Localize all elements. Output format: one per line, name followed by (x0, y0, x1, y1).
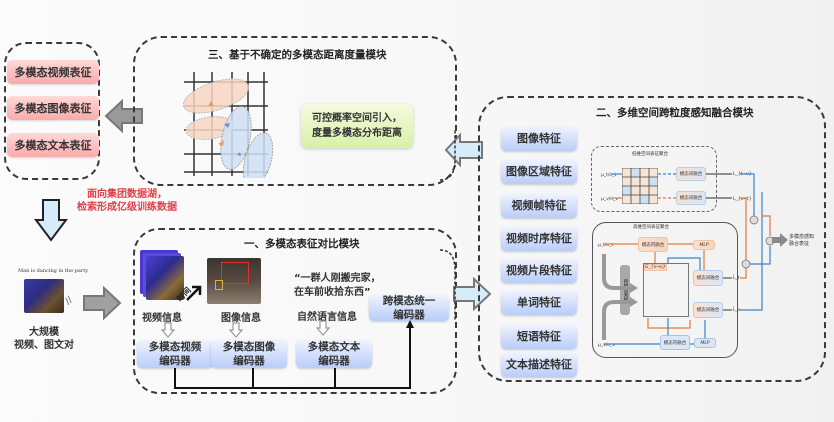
low-dim-input: μ_v/σ_v (601, 197, 619, 202)
module2-title: 二、多维空间跨粒度感知融合模块 (596, 107, 754, 119)
fusion-node-icon (749, 215, 759, 225)
mlp-box: MLP (694, 338, 716, 348)
time-arrow-icon (186, 285, 202, 301)
feature-item[interactable]: 单词特征 (501, 291, 577, 315)
blue-right-arrow-icon (453, 277, 492, 311)
note-line: 检索形成亿级训练数据 (77, 202, 177, 213)
mlp-box: MLP (693, 240, 715, 250)
video-distribution-ellipse (220, 106, 252, 170)
encoder-line: 多模态文本 (307, 341, 361, 353)
encoder-line: 多模态图像 (222, 341, 276, 353)
high-dim-title: 高维空间表征聚合 (633, 225, 669, 230)
gray-left-arrow-icon (104, 98, 143, 134)
video-caption: Man is dancing in the party (18, 268, 89, 274)
inter-fusion-box: 模态间融合 (676, 167, 706, 181)
image-representation-button[interactable]: 多模态图像表征 (7, 96, 99, 120)
fusion-connector-lines (604, 173, 775, 345)
encoder-line: 编码器 (233, 355, 265, 367)
data-lake-note: 面向集团数据湖， 检索形成亿级训练数据 (62, 188, 192, 214)
note-line: 面向集团数据湖， (87, 189, 167, 200)
text-distribution-ellipse (182, 78, 250, 114)
encoder-line: 多模态视频 (148, 341, 202, 353)
loss-label: L̂_t (733, 276, 740, 281)
low-dim-input: μ_t/σ_t (601, 173, 617, 178)
inter-fusion-box: 模态间融合 (693, 302, 723, 318)
large-scale-label: 大规模 视频、图文对 (12, 326, 76, 352)
ellipsis-slash-icon: // (63, 295, 75, 307)
output-line: 融合表征 (789, 241, 810, 247)
encoder-line: 编码器 (318, 355, 350, 367)
high-dim-container (592, 222, 738, 358)
module-link-curves (440, 130, 456, 320)
fusion-node-icon (741, 259, 751, 269)
feature-item[interactable]: 图像特征 (501, 127, 577, 151)
low-dim-container (591, 146, 717, 212)
module2-container (478, 96, 826, 382)
hollow-down-arrow-icon (316, 320, 330, 336)
image-encoder-button[interactable]: 多模态图像编码器 (211, 340, 287, 368)
quote-line: “一群人刚搬完家， (294, 273, 381, 284)
gram-matrix: G_{t→t} G_{t→v} G_{v→t} G_{v→v} (643, 263, 689, 317)
video-distribution-ellipse (242, 132, 274, 178)
label-line: 视频、图文对 (14, 340, 74, 351)
feature-item[interactable]: 视频帧特征 (501, 194, 577, 218)
image-info-label: 图像信息 (221, 313, 261, 324)
video-frames-image (146, 256, 184, 300)
loss-label: L̂_v (733, 308, 741, 313)
fusion-output-label: 多模态感知 融合表征 (789, 234, 814, 248)
module3-title: 三、基于不确定的多模态距离度量模块 (208, 49, 387, 61)
distribution-grid-figure (182, 72, 274, 178)
video-thumbnail (24, 279, 64, 313)
output-arrow-icon (772, 233, 788, 247)
quote-text: “一群人刚搬完家， 在车前收拾东西” (294, 272, 381, 300)
language-info-label: 自然语言信息 (297, 312, 357, 323)
inter-fusion-box: 模态间融合 (693, 270, 723, 286)
text-representation-button[interactable]: 多模态文本表征 (7, 133, 99, 157)
similarity-matrix-grid (622, 168, 658, 204)
intra-fusion-box: 模态内融合 (638, 237, 668, 252)
text-encoder-button[interactable]: 多模态文本编码器 (296, 340, 372, 368)
detection-box (215, 280, 223, 290)
note-line: 可控概率空间引入， (312, 113, 402, 124)
feature-item[interactable]: 视频片段特征 (501, 259, 577, 283)
note-line: 度量多模态分布距离 (312, 128, 402, 139)
low-dim-title: 低维空间表征聚合 (632, 152, 668, 157)
module1-title: 一、多模态表征对比模块 (244, 238, 360, 250)
video-representation-button[interactable]: 多模态视频表征 (7, 60, 99, 84)
label-line: 大规模 (29, 327, 59, 338)
high-dim-input: μ_t/σ_t (598, 243, 614, 248)
gray-right-arrow-icon (83, 286, 122, 320)
output-line: 多模态感知 (789, 234, 815, 240)
high-dim-input: μ_v/σ_v (598, 343, 616, 348)
encoder-line: 编码器 (393, 309, 425, 321)
encoder-line: 编码器 (159, 355, 191, 367)
quote-line: 在车前收拾东西” (294, 287, 371, 298)
module1-container (133, 228, 457, 394)
hollow-down-arrow-icon (229, 322, 243, 338)
blue-down-arrow-icon (34, 199, 68, 242)
inter-fusion-box: 模态间融合 (676, 191, 706, 205)
loss-label: L_{v→t} (733, 197, 752, 202)
representation-panel (4, 42, 100, 180)
feature-item[interactable]: 视频时序特征 (501, 227, 577, 251)
unified-encoder-button[interactable]: 跨模态统一编码器 (369, 295, 449, 321)
probability-space-note: 可控概率空间引入， 度量多模态分布距离 (301, 104, 413, 148)
encoder-line: 跨模态统一 (382, 295, 436, 307)
hollow-down-arrow-icon (161, 322, 175, 338)
video-info-label: 视频信息 (142, 313, 182, 324)
image-sample (207, 258, 261, 304)
detection-box (221, 262, 249, 284)
intra-fusion-box: 模态内融合 (660, 335, 690, 350)
matrix-cell: G_{v→v} (644, 264, 667, 271)
feature-item[interactable]: 图像区域特征 (501, 160, 577, 184)
feature-item[interactable]: 文本描述特征 (501, 353, 577, 377)
feature-item[interactable]: 短语特征 (501, 325, 577, 349)
module3-container (133, 36, 457, 186)
sampler-input-arrows (602, 254, 638, 340)
video-encoder-button[interactable]: 多模态视频编码器 (137, 340, 213, 368)
encoder-connector-lines (174, 320, 414, 389)
